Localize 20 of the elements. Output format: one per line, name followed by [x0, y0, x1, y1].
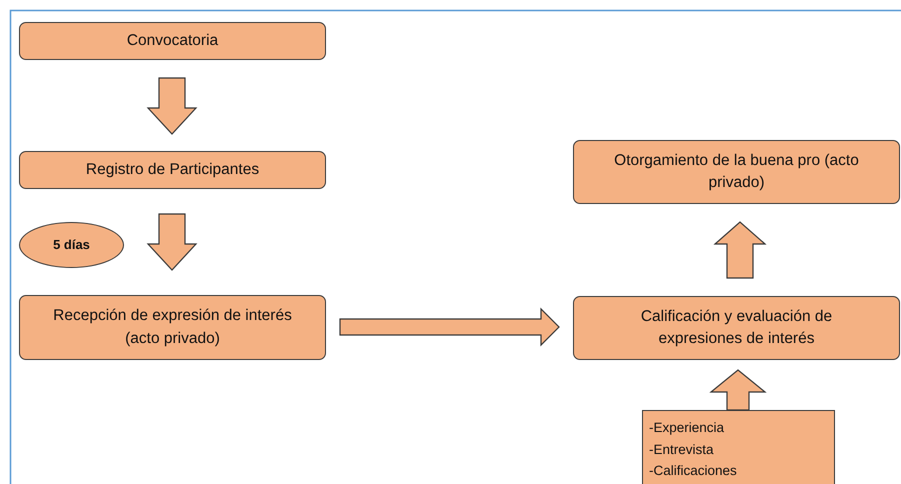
criteria-box — [642, 410, 835, 484]
node-text: Convocatoria — [126, 30, 218, 51]
process-box — [19, 151, 326, 189]
node-text: -Entrevista — [649, 440, 714, 459]
node-text: Registro de Participantes — [86, 160, 260, 180]
node-text: Otorgamiento de la buena pro (acto privado) — [613, 150, 860, 193]
node-text: -Calificaciones — [649, 462, 737, 480]
block-arrow — [709, 369, 767, 411]
block-arrow — [146, 213, 198, 271]
node-text: Recepción de expresión de interés (acto privado) — [52, 306, 293, 348]
process-box — [573, 296, 900, 360]
process-box — [19, 22, 326, 60]
process-box — [19, 295, 326, 360]
block-arrow — [713, 221, 767, 279]
node-text: Calificación y evaluación de expresiones de interés — [640, 306, 834, 349]
node-text: 5 días — [53, 236, 90, 254]
block-arrow — [339, 308, 560, 346]
node-text: -Experiencia — [649, 419, 724, 437]
process-box — [573, 140, 900, 204]
block-arrow — [146, 77, 198, 135]
